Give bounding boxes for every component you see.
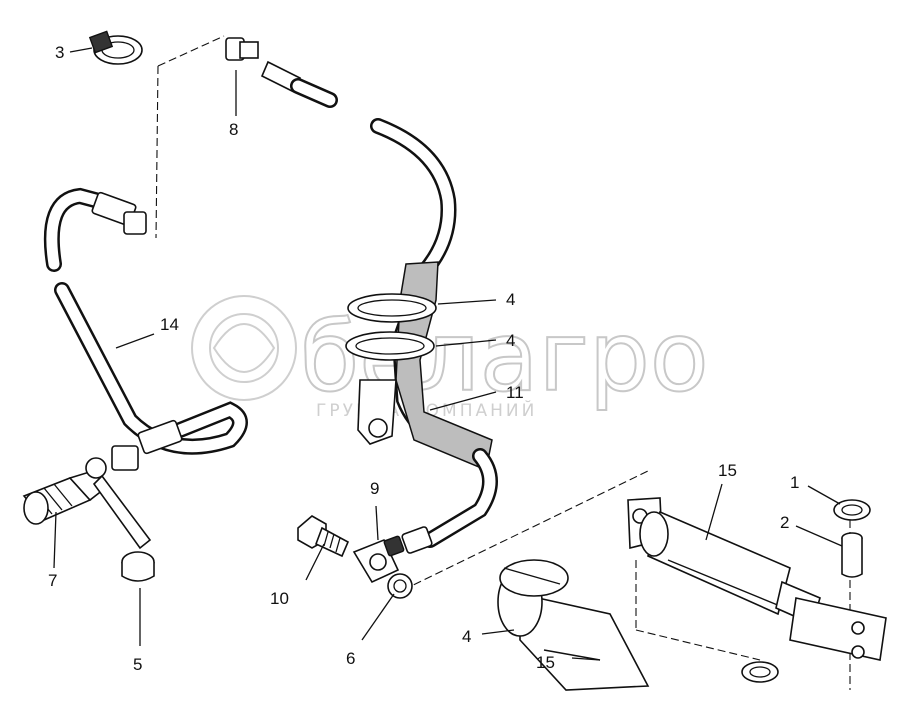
fitting-part-8 — [225, 37, 338, 108]
circlip-part-1 — [741, 499, 871, 683]
callout-5: 5 — [133, 655, 142, 674]
washer-part-6 — [387, 573, 413, 599]
hose-clamps-part-4 — [345, 293, 437, 445]
callout-4-lower: 4 — [462, 627, 471, 646]
callout-4-middle: 4 — [506, 331, 515, 350]
callout-8: 8 — [229, 120, 238, 139]
callout-4-upper: 4 — [506, 290, 515, 309]
callout-2: 2 — [780, 513, 789, 532]
callout-11: 14 — [160, 315, 179, 334]
callout-3: 3 — [55, 43, 64, 62]
leader-lines — [53, 47, 843, 661]
watermark-logo-leaf — [212, 323, 276, 373]
sleeve-part-15 — [497, 559, 650, 691]
callout-1: 1 — [790, 473, 799, 492]
watermark-logo-inner — [209, 313, 279, 383]
callout-15: 15 — [536, 653, 555, 672]
callout-7: 7 — [48, 571, 57, 590]
callout-14: 15 — [718, 461, 737, 480]
callout-12-13: 11 — [506, 383, 524, 402]
callout-6: 6 — [346, 649, 355, 668]
bolt-part-10 — [297, 515, 350, 558]
hose-part-11 — [43, 187, 248, 471]
banjo-fitting-part-9 — [352, 535, 405, 584]
callout-9: 9 — [370, 479, 379, 498]
cap-part-5 — [85, 457, 155, 582]
pin-part-2 — [841, 532, 863, 578]
watermark-logo-outer — [191, 295, 297, 401]
callout-10: 10 — [270, 589, 289, 608]
callouts: 3 8 14 4 4 11 7 5 10 9 6 15 1 2 4 15 — [48, 43, 799, 674]
hose-clamp-part-3 — [88, 30, 143, 65]
watermark: белагро ГРУППА КОМПАНИЙ — [191, 295, 710, 421]
hydraulic-cylinder-part-14 — [627, 497, 887, 661]
